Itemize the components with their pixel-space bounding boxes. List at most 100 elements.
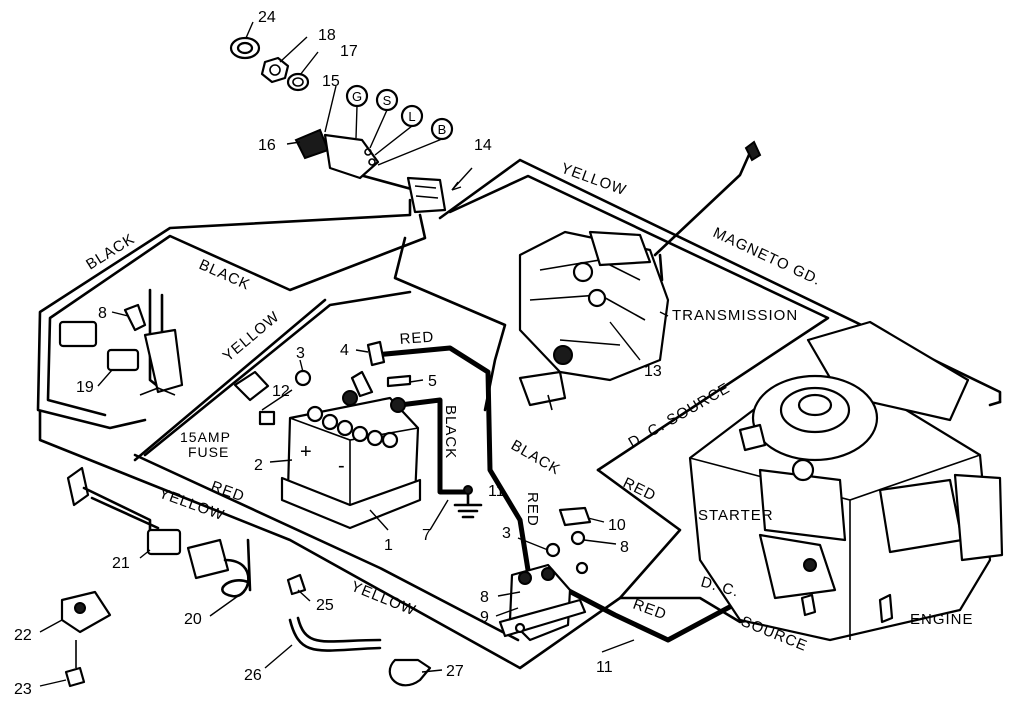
wire-yellow-top-inner: [448, 174, 830, 472]
cable-red-heavy: [372, 345, 531, 573]
nut-3b: [545, 542, 561, 558]
leader-lines: [39, 21, 669, 687]
callout-15: 15: [322, 73, 340, 90]
wire-black-inner: [46, 213, 427, 417]
wire-red-low: [133, 453, 520, 642]
callout-2: 2: [254, 457, 263, 474]
label-yellow-bottom: YELLOW: [349, 578, 419, 619]
muffler: [953, 473, 1004, 562]
battery-tray: [280, 476, 422, 530]
battery-minus: -: [338, 455, 345, 477]
wire-black-outer: [36, 198, 412, 430]
battery-plus: +: [300, 441, 312, 463]
callout-23: 23: [14, 681, 32, 698]
callout-8b: 8: [620, 539, 629, 556]
wire-yellow-left-mid: [133, 298, 327, 462]
callout-9: 9: [480, 609, 489, 626]
callout-24: 24: [258, 9, 276, 26]
label-engine: ENGINE: [910, 611, 974, 628]
callout-22: 22: [14, 627, 32, 644]
label-red-left-low: RED: [209, 478, 247, 506]
switch-19: [106, 348, 140, 372]
callout-18: 18: [318, 27, 336, 44]
callout-3a: 3: [296, 345, 305, 362]
terminal-l: L: [408, 109, 415, 124]
transmission-bracket: [588, 230, 652, 267]
engine-side-cover: [878, 478, 964, 554]
label-black-battery: BLACK: [442, 405, 459, 459]
callout-7: 7: [422, 527, 431, 544]
nut-23: [64, 666, 86, 688]
key-16: [294, 128, 330, 160]
label-red-vertical: RED: [524, 492, 541, 527]
callout-8c: 8: [480, 589, 489, 606]
callout-25: 25: [316, 597, 334, 614]
part-numbers: 24 18 17 15 16 14 8 19 3 4 5 12 2 1 7 11…: [14, 9, 662, 698]
label-yellow-top: YELLOW: [559, 160, 629, 199]
wire-yellow-top: [438, 158, 1002, 404]
seat-switch-assembly: [58, 288, 184, 396]
nut-3: [294, 369, 312, 387]
callout-19: 19: [76, 379, 94, 396]
label-transmission: TRANSMISSION: [672, 307, 798, 324]
bolt-8b: [570, 530, 586, 546]
fuse-holder: [233, 370, 270, 402]
battery-accessories: [233, 340, 483, 519]
callout-17: 17: [340, 43, 358, 60]
terminal-b: B: [438, 122, 447, 137]
battery-terminal-neg: [390, 397, 406, 413]
wire-yellow-low: [38, 410, 622, 670]
lower-left-parts: [60, 466, 432, 688]
label-yellow-left-mid: YELLOW: [220, 308, 283, 365]
washer-17: [286, 72, 310, 92]
bolt-5: [386, 374, 412, 388]
callout-16: 16: [258, 137, 276, 154]
plunger-8: [123, 303, 147, 332]
wire-center-loop: [393, 236, 507, 412]
terminal-4: [366, 340, 386, 367]
label-red-top: RED: [399, 329, 435, 348]
label-fuse-line2: FUSE: [188, 444, 229, 460]
label-red-bottom: RED: [631, 596, 669, 624]
ground-symbol: [453, 490, 483, 519]
battery: + -: [280, 390, 422, 530]
boot-10: [558, 506, 592, 527]
terminal-g: G: [352, 89, 362, 104]
nut-24-hole: [236, 41, 254, 55]
shift-lever: [653, 146, 754, 257]
label-black-center: BLACK: [508, 437, 563, 479]
engine-panel: [758, 468, 847, 542]
callout-26: 26: [244, 667, 262, 684]
wire-to-switch: [358, 173, 417, 212]
connector-20: [186, 538, 230, 580]
connector-14: [406, 167, 473, 214]
callout-5: 5: [428, 373, 437, 390]
clip-25: [286, 573, 307, 596]
solenoid: [498, 506, 592, 642]
callout-21: 21: [112, 555, 130, 572]
nut-18: [260, 56, 290, 84]
seat-bracket: [143, 328, 184, 394]
ignition-switch-assembly: [229, 36, 380, 180]
callout-10: 10: [608, 517, 626, 534]
tube-26: [288, 616, 382, 652]
callout-11a: 11: [488, 483, 505, 500]
label-starter: STARTER: [698, 507, 774, 524]
engine: [688, 320, 1004, 642]
switch-terminal-labels: G S L B: [345, 84, 454, 166]
bracket-22: [60, 590, 112, 634]
connector-19a: [58, 320, 98, 348]
transmission: [518, 140, 762, 411]
switch-body-15: [323, 133, 380, 180]
callout-8a: 8: [98, 305, 107, 322]
terminal-s: S: [383, 93, 392, 108]
callout-27: 27: [446, 663, 464, 680]
fuse-12: [258, 410, 276, 426]
callout-14: 14: [474, 137, 492, 154]
cable-black-heavy: [397, 397, 471, 495]
callout-20: 20: [184, 611, 202, 628]
callout-1: 1: [384, 537, 393, 554]
callout-13: 13: [644, 363, 662, 380]
